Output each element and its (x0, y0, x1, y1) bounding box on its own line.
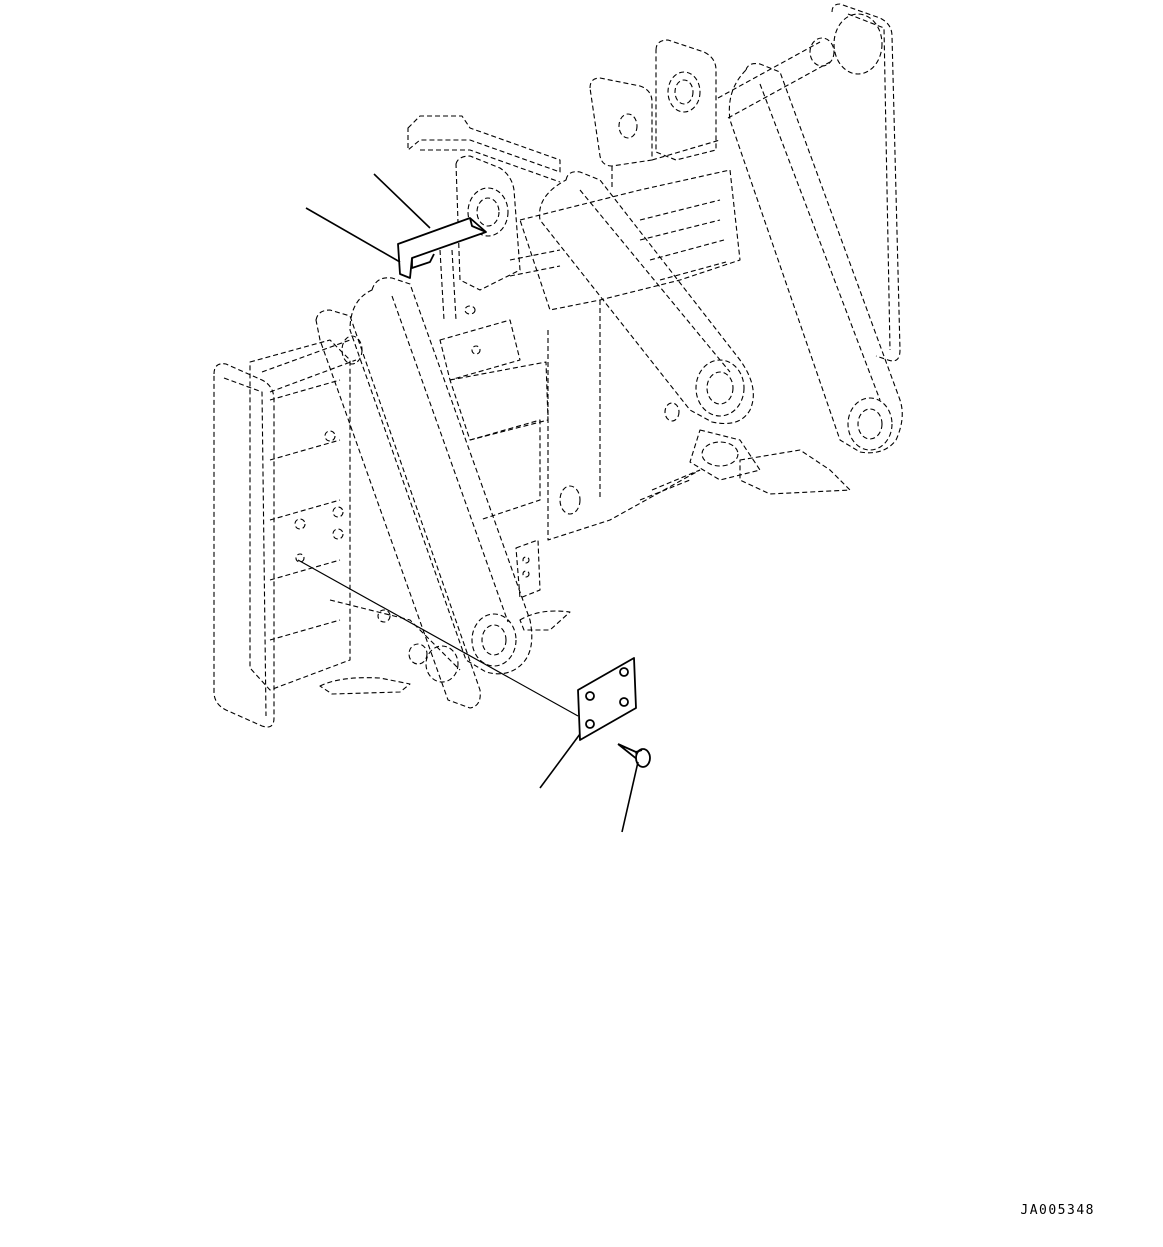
bracket-icon (397, 217, 487, 279)
leader-bracket-2 (305, 207, 401, 263)
frame-assembly (213, 3, 903, 728)
top-center-lug (655, 39, 717, 161)
left-frame-box (249, 339, 351, 691)
plate-body (577, 657, 637, 741)
plate-icon (577, 657, 637, 741)
right-arm (728, 63, 903, 454)
center-arm (538, 171, 754, 425)
middle-frame (519, 169, 741, 311)
plate-alignment-line (297, 559, 579, 717)
drawing-code: JA005348 (1020, 1203, 1095, 1218)
left-arm (349, 277, 533, 675)
leader-rivet (621, 761, 639, 833)
rear-top-bar (407, 115, 561, 173)
leader-bracket-1 (373, 173, 431, 229)
top-cylinder (717, 41, 831, 119)
right-end-plate (831, 3, 901, 362)
leader-plate (539, 733, 581, 789)
left-center-lug (455, 155, 521, 291)
left-end-plate (213, 363, 275, 728)
upper-lug-plate (589, 77, 653, 167)
rivet-icon (617, 743, 651, 768)
